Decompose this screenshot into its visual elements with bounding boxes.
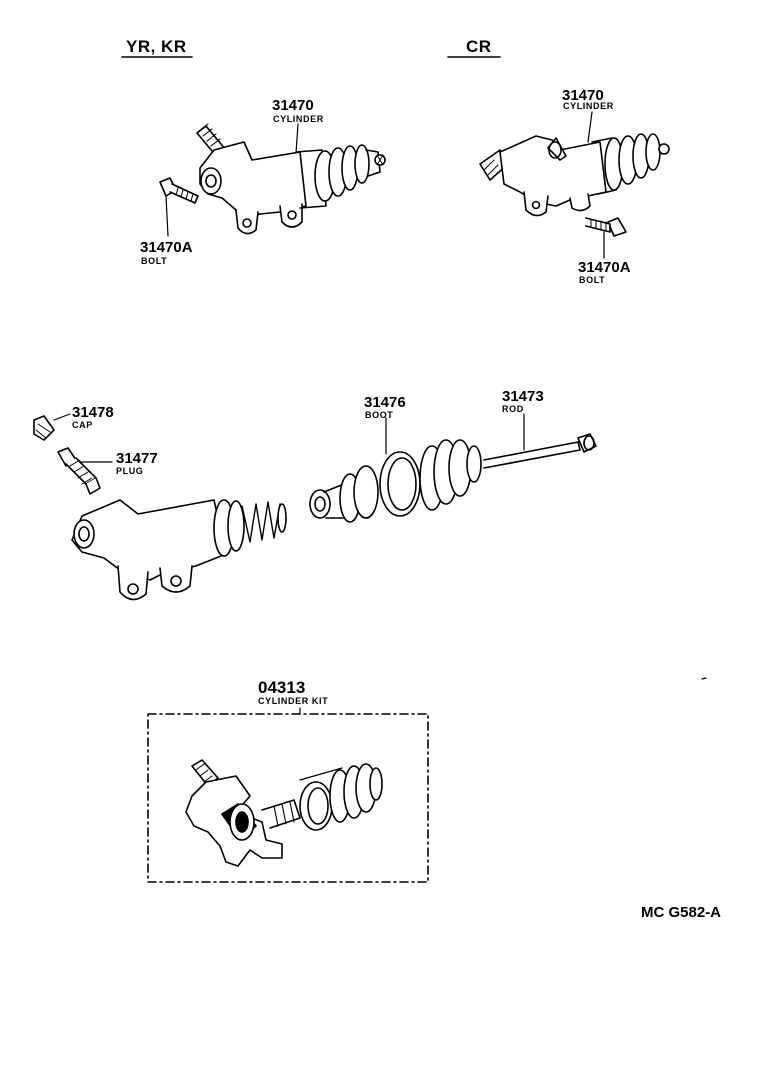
- part-number-bolt-left: 31470A: [140, 239, 193, 256]
- part-number-cap: 31478: [72, 404, 114, 421]
- part-name-cap: CAP: [72, 420, 93, 430]
- cap-drawing: [33, 413, 71, 441]
- part-name-cylinder-left: CYLINDER: [273, 114, 324, 124]
- part-number-plug: 31477: [116, 450, 158, 467]
- variant-label-yr-kr: YR, KR: [126, 37, 187, 56]
- part-name-kit: CYLINDER KIT: [258, 696, 329, 706]
- bolt-drawing-left: [159, 177, 199, 237]
- part-name-plug: PLUG: [116, 466, 144, 476]
- part-number-bolt-right: 31470A: [578, 259, 631, 276]
- boot-drawing: [309, 417, 482, 523]
- part-number-rod: 31473: [502, 388, 544, 405]
- part-number-kit: 04313: [258, 678, 306, 697]
- cylinder-kit-frame: [147, 707, 429, 883]
- part-name-boot: BOOT: [365, 410, 394, 420]
- part-name-bolt-left: BOLT: [141, 256, 168, 266]
- part-number-boot: 31476: [364, 394, 406, 411]
- part-name-rod: ROD: [502, 404, 524, 414]
- rod-drawing: [483, 413, 597, 469]
- diagram-code: MC G582-A: [641, 904, 722, 921]
- part-number-cylinder-right: 31470: [562, 87, 604, 104]
- part-name-cylinder-right: CYLINDER: [563, 101, 614, 111]
- cylinder-body-drawing: [71, 499, 287, 601]
- cylinder-drawing-right: [479, 111, 670, 217]
- part-name-bolt-right: BOLT: [579, 275, 606, 285]
- part-number-cylinder-left: 31470: [272, 97, 314, 114]
- cylinder-kit-drawing: [185, 759, 383, 867]
- bolt-drawing-right: [585, 217, 627, 259]
- stray-mark: [701, 677, 707, 680]
- cylinder-drawing-left: [196, 123, 386, 235]
- variant-label-cr: CR: [466, 37, 492, 56]
- plug-drawing: [57, 447, 113, 495]
